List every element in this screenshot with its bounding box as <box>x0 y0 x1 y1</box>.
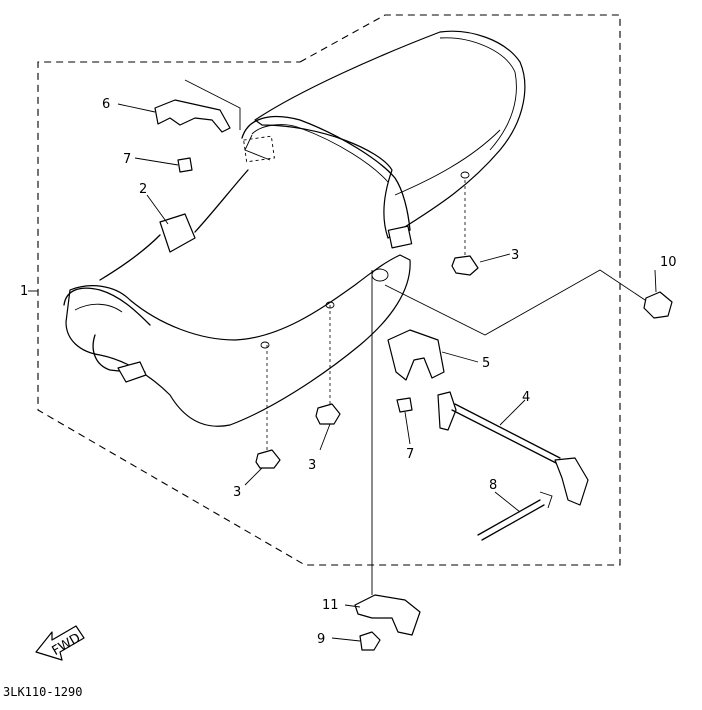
callout-labels: 1 2 3 3 3 4 5 6 7 7 8 9 10 11 <box>20 97 677 647</box>
callout-leaders <box>28 103 657 642</box>
bracket-6 <box>154 79 241 133</box>
callout-11: 11 <box>322 598 339 613</box>
callout-6: 6 <box>102 97 110 112</box>
damper-7-upper <box>177 157 193 173</box>
callout-3-mid: 3 <box>308 458 316 473</box>
cable-leader <box>384 269 646 336</box>
callout-4: 4 <box>522 390 530 405</box>
callout-3-right: 3 <box>511 248 519 263</box>
fwd-arrow-icon: FWD <box>35 625 85 661</box>
rod-4 <box>437 391 589 506</box>
diagram-code: 3LK110-1290 <box>3 685 82 699</box>
lock-11 <box>354 270 421 636</box>
callout-9: 9 <box>317 632 325 647</box>
callout-3-left: 3 <box>233 485 241 500</box>
collar-10 <box>643 291 673 319</box>
callout-5: 5 <box>482 356 490 371</box>
callout-8: 8 <box>489 478 497 493</box>
damper-7-lower <box>396 397 413 413</box>
screw-9 <box>359 631 381 651</box>
callout-1: 1 <box>20 284 28 299</box>
callout-7-lower: 7 <box>406 447 414 462</box>
grommet-3-mid <box>315 305 341 425</box>
assembly-boundary <box>37 14 621 566</box>
callout-2: 2 <box>139 182 147 197</box>
spring-8 <box>477 491 553 541</box>
seat-assembly <box>63 30 526 427</box>
grommet-3-right <box>451 180 479 276</box>
hook-5 <box>387 329 445 381</box>
callout-10: 10 <box>660 255 677 270</box>
callout-7-upper: 7 <box>123 152 131 167</box>
grommet-3-left <box>255 345 281 469</box>
